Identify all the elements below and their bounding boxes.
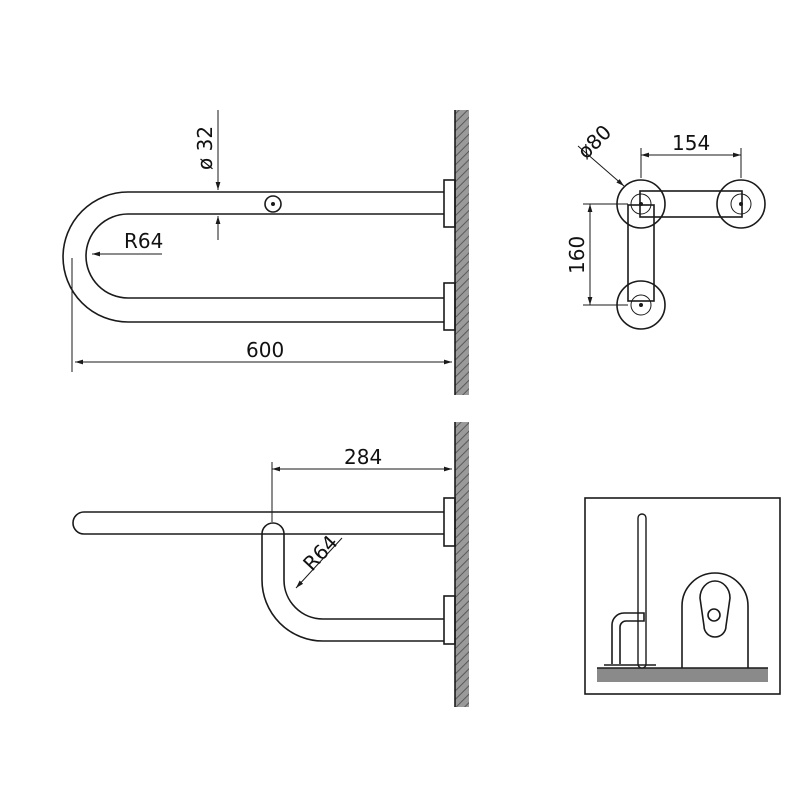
plan-view: 154 ø80 160 [565,120,766,330]
pictogram-folded-bar [611,612,645,664]
dim-length-600: 600 [246,338,284,362]
pictogram-floor [597,668,768,682]
dim-radius-64-top: R64 [124,229,163,253]
wall-flange-lower [443,282,456,331]
wall-flange-upper-b [443,497,456,547]
side-view-top: ø 32 R64 600 [62,110,469,395]
pictogram-raised-bar [637,513,647,669]
u-tube-outer [62,191,444,323]
pictogram-toilet [681,572,749,668]
dim-diameter-80: ø80 [573,120,617,164]
folded-arm [261,534,444,642]
u-tube-inner [85,213,444,299]
plan-bar-horizontal [639,190,743,218]
wall-top [455,110,469,395]
wall-flange-lower-b [443,595,456,645]
dim-depth-160: 160 [565,236,589,274]
dim-width-154: 154 [672,131,710,155]
dim-diameter-32: ø 32 [193,126,217,170]
installation-pictogram [584,497,781,695]
dim-offset-284: 284 [344,445,382,469]
pictogram-toilet-hole [707,608,721,622]
folded-bar [72,511,444,535]
hinge-pin-dot [271,202,275,206]
hinge-pin-circle [264,195,282,213]
plan-bar-vertical [627,204,655,302]
wall-bottom [455,422,469,707]
dim-radius-64-bottom: R64 [298,530,342,575]
wall-flange-upper [443,179,456,228]
plan-flange-b [716,179,766,229]
side-view-bottom: 284 R64 [72,422,469,707]
